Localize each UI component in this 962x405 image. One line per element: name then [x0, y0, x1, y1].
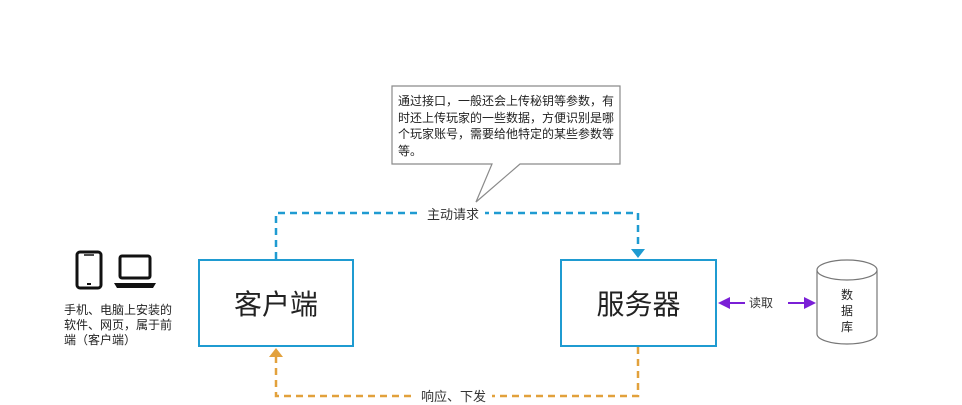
request-arrowhead	[631, 249, 645, 258]
request-label: 主动请求	[421, 204, 486, 223]
response-label: 响应、下发	[415, 386, 493, 405]
response-arrowhead	[269, 348, 283, 357]
callout-bubble	[391, 85, 621, 203]
server-box: 服务器	[560, 259, 717, 347]
laptop-icon	[114, 254, 156, 288]
database-label: 数据库	[840, 288, 853, 334]
server-label: 服务器	[596, 288, 681, 321]
request-arrow	[274, 211, 640, 259]
database-icon	[816, 259, 878, 345]
read-arrowhead-left	[718, 297, 730, 309]
callout-text: 通过接口，一般还会上传秘钥等参数，有时还上传玩家的一些数据，方便识别是哪个玩家账…	[398, 94, 615, 158]
client-label: 客户端	[233, 288, 318, 321]
read-label: 读取	[746, 294, 777, 311]
read-arrowhead-right	[804, 297, 816, 309]
client-box: 客户端	[198, 259, 354, 347]
phone-icon	[75, 250, 103, 290]
device-note: 手机、电脑上安装的软件、网页，属于前端（客户端）	[64, 303, 173, 347]
